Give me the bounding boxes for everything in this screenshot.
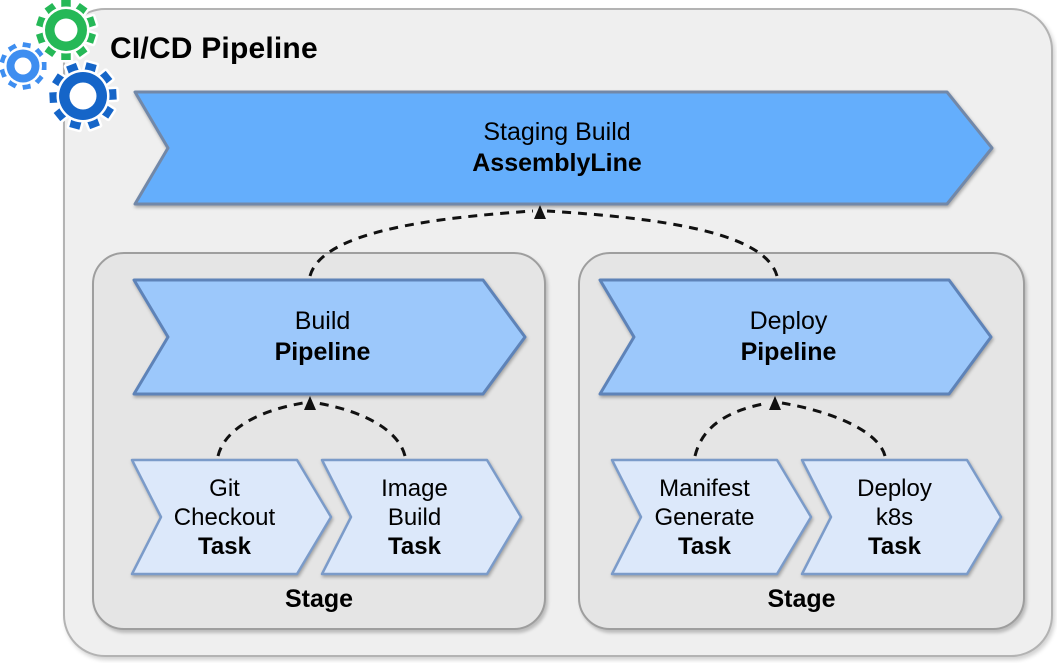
stage-label: Stage xyxy=(767,585,836,613)
build-pipeline-arrow: Build Pipeline xyxy=(132,278,527,396)
deploy-pipeline-arrow: Deploy Pipeline xyxy=(598,278,993,396)
stage-label: Stage xyxy=(284,585,354,613)
task-deploy-k8s-arrow: Deploy k8s Task xyxy=(800,458,1003,576)
gear-light-blue-icon xyxy=(0,42,47,90)
task-manifest-generate-arrow: Manifest Generate Task xyxy=(610,458,813,576)
assembly-line-arrow: Staging Build AssemblyLine xyxy=(133,90,995,206)
task-image-build-arrow: Image Build Task xyxy=(320,458,523,576)
task-git-checkout-arrow: Git Checkout Task xyxy=(130,458,333,576)
diagram-title: CI/CD Pipeline xyxy=(110,32,318,65)
